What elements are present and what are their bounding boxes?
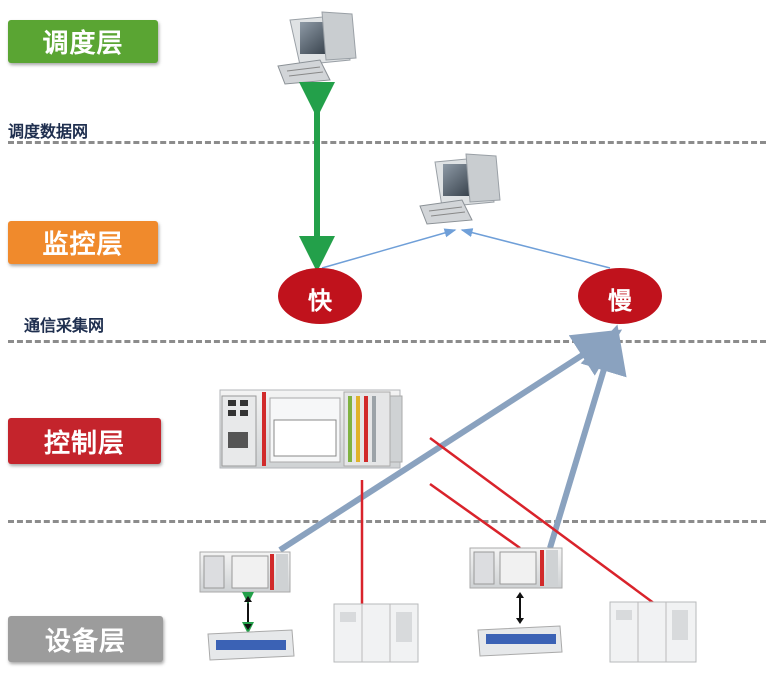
dispatch-computer-icon <box>277 11 357 85</box>
red-wire-2 <box>429 436 656 606</box>
field-controller-right-image <box>469 547 563 589</box>
layer-label-monitor: 监控层 <box>8 221 158 264</box>
cabinet-left-image <box>333 603 419 663</box>
link-fast-to-monitor <box>321 228 457 269</box>
divider-comm-net <box>8 340 766 343</box>
controller-device-image <box>219 389 403 469</box>
fast-node <box>278 268 362 324</box>
io-module-right-image <box>477 625 563 657</box>
io-module-left-image <box>207 629 295 661</box>
red-wire-3 <box>429 482 521 550</box>
layer-label-device: 设备层 <box>8 616 163 662</box>
slow-node <box>578 268 662 324</box>
monitor-computer-icon <box>419 153 501 225</box>
layer-label-control: 控制层 <box>8 418 161 464</box>
link-field-right-to-slow <box>547 324 627 549</box>
cabinet-right-image <box>609 601 697 663</box>
layer-label-dispatch: 调度层 <box>8 20 158 63</box>
network-label-comm: 通信采集网 <box>24 316 105 335</box>
slow-node-label: 慢 <box>608 287 632 315</box>
fast-node-label: 快 <box>308 287 332 315</box>
link-slow-to-monitor <box>460 228 611 269</box>
divider-dispatch-net <box>8 141 766 144</box>
link-field-left-to-slow <box>278 329 623 553</box>
field-controller-left-image <box>199 551 291 593</box>
network-label-dispatch: 调度数据网 <box>8 122 89 141</box>
divider-control-device <box>8 520 766 523</box>
